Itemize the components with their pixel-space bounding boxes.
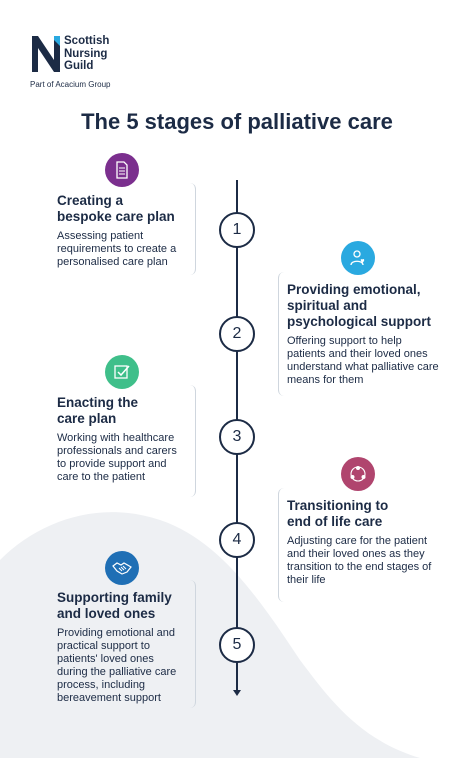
stage-3-number: 3 <box>219 419 255 455</box>
brand-name: Scottish Nursing Guild <box>64 35 110 72</box>
stage-2-body: Offering support to help patients and th… <box>287 335 439 386</box>
checkbox-icon <box>114 365 130 379</box>
stage-2-icon-circle <box>341 241 375 275</box>
stage-4-number: 4 <box>219 522 255 558</box>
logo-n-icon <box>32 36 60 72</box>
stage-3-icon-circle <box>105 355 139 389</box>
people-group-icon <box>350 466 366 482</box>
stage-4-body: Adjusting care for the patient and their… <box>287 535 432 586</box>
stage-1-number: 1 <box>219 212 255 248</box>
stage-1-icon-circle <box>105 153 139 187</box>
stage-5-body: Providing emotional and practical suppor… <box>57 627 177 704</box>
stage-4-icon-circle <box>341 457 375 491</box>
document-icon <box>116 161 128 179</box>
stage-5-number: 5 <box>219 627 255 663</box>
person-heart-icon <box>350 250 365 266</box>
stage-1-body: Assessing patient requirements to create… <box>57 230 177 268</box>
stage-2-number: 2 <box>219 316 255 352</box>
timeline-arrow <box>233 690 241 696</box>
page-title: The 5 stages of palliative care <box>81 109 393 134</box>
handshake-icon <box>112 562 132 575</box>
stage-3-body: Working with healthcare professionals an… <box>57 432 177 483</box>
brand-subtitle: Part of Acacium Group <box>30 80 111 89</box>
stage-5-icon-circle <box>105 551 139 585</box>
